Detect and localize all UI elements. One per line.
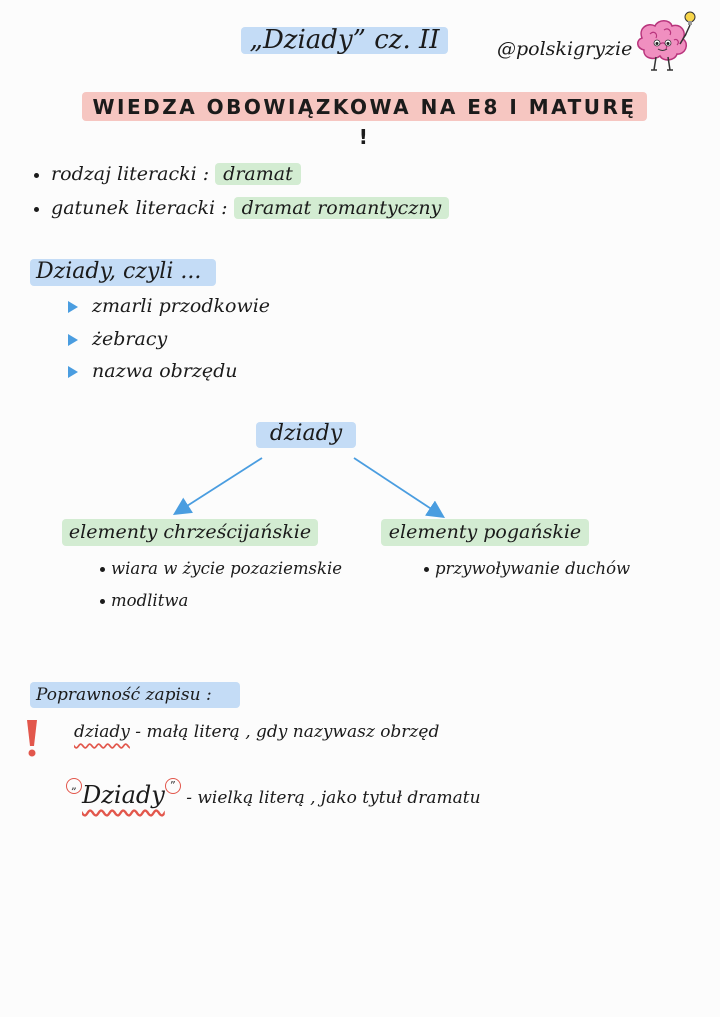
spelling-heading-highlight xyxy=(30,682,240,708)
meanings-heading-highlight xyxy=(30,259,216,286)
genre-row: gatunek literacki : dramat romantyczny xyxy=(34,194,450,222)
list-item: przywoływanie duchów xyxy=(424,557,630,581)
banner-highlight xyxy=(82,92,647,121)
triangle-bullet-icon xyxy=(68,301,78,313)
triangle-bullet-icon xyxy=(68,334,78,346)
right-branch-title: elementy pogańskie xyxy=(388,521,582,543)
right-branch-highlight xyxy=(381,519,589,546)
genre-value: dramat romantyczny xyxy=(233,197,450,219)
list-item: modlitwa xyxy=(100,589,188,613)
dot-bullet xyxy=(424,567,429,572)
item-text: wiara w życie pozaziemskie xyxy=(111,559,343,578)
rule-text: - małą literą , gdy nazywasz obrzęd xyxy=(129,722,440,742)
meaning-text: żebracy xyxy=(92,328,168,350)
title-highlight xyxy=(241,27,448,54)
rule-text: - wielką literą , jako tytuł dramatu xyxy=(180,788,481,808)
spelling-rule-lowercase: dziady - małą literą , gdy nazywasz obrz… xyxy=(74,718,439,746)
diagram-root: dziady xyxy=(269,421,343,446)
dot-bullet xyxy=(100,599,105,604)
dot-bullet xyxy=(100,567,105,572)
left-branch-title: elementy chrześcijańskie xyxy=(68,521,312,543)
meaning-text: zmarli przodkowie xyxy=(92,295,271,317)
open-quote-mark: „ xyxy=(66,778,82,794)
exam-banner: WIEDZA OBOWIĄZKOWA NA E8 I MATURĘ ! xyxy=(92,95,637,149)
list-item: zmarli przodkowie xyxy=(68,293,270,319)
genus-row: rodzaj literacki : dramat xyxy=(34,160,301,188)
list-item: wiara w życie pozaziemskie xyxy=(100,557,342,581)
spelling-heading: Poprawność zapisu : xyxy=(36,685,212,705)
close-quote-mark: ” xyxy=(164,778,181,794)
brain-mascot-icon xyxy=(637,11,696,71)
dot-bullet xyxy=(34,206,39,212)
exclamation-icon xyxy=(27,720,37,757)
genus-label: rodzaj literacki : xyxy=(51,163,210,185)
spelling-rule-uppercase: „Dziady” - wielką literą , jako tytuł dr… xyxy=(66,778,481,815)
page-title: „Dziady” cz. II xyxy=(249,25,440,55)
author-handle: @polskigryzie xyxy=(497,38,633,60)
item-text: modlitwa xyxy=(111,591,189,610)
meanings-heading: Dziady, czyli ... xyxy=(36,259,202,284)
rule-word: Dziady xyxy=(82,781,165,809)
genus-value: dramat xyxy=(215,163,301,185)
genre-label: gatunek literacki : xyxy=(51,197,228,219)
list-item: żebracy xyxy=(68,326,167,352)
item-text: przywoływanie duchów xyxy=(435,559,631,578)
arrow-left xyxy=(172,457,263,515)
lightbulb-icon xyxy=(684,11,696,37)
left-branch-highlight xyxy=(62,519,318,546)
rule-word: dziady xyxy=(74,722,130,742)
arrow-right xyxy=(353,457,446,518)
meaning-text: nazwa obrzędu xyxy=(92,360,238,382)
triangle-bullet-icon xyxy=(68,366,78,378)
list-item: nazwa obrzędu xyxy=(68,358,238,384)
root-highlight xyxy=(256,422,356,448)
dot-bullet xyxy=(34,172,39,178)
